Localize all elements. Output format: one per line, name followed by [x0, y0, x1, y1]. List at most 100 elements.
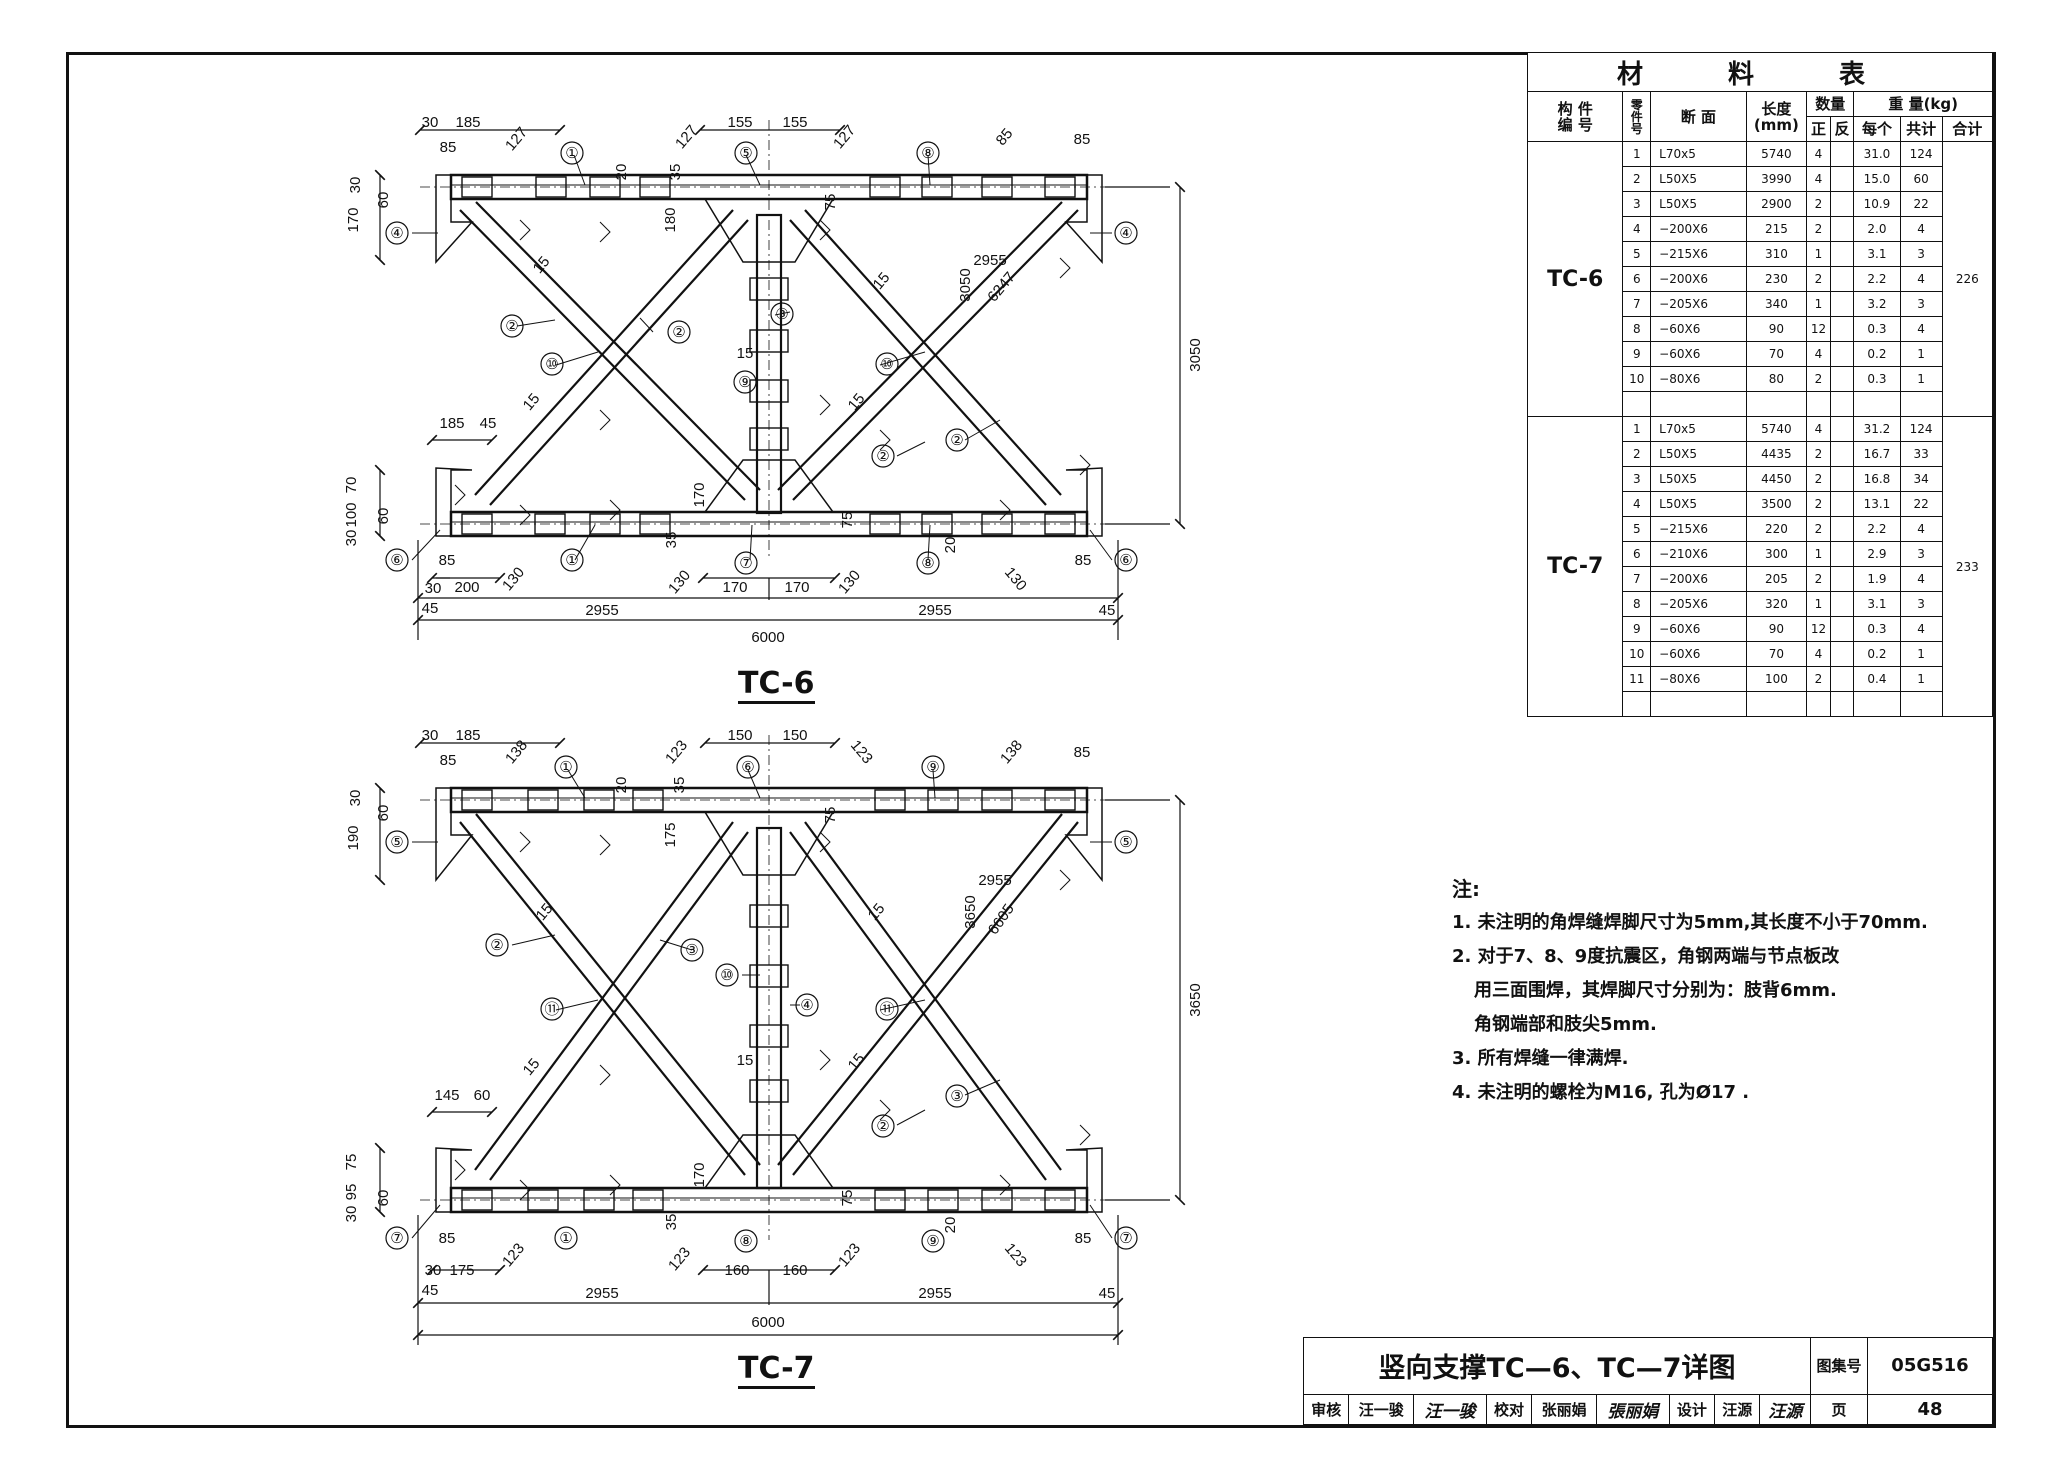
cell-weight-each: 10.9: [1853, 191, 1901, 217]
svg-text:⑧: ⑧: [739, 1233, 752, 1250]
cell-section: −215X6: [1650, 516, 1747, 542]
cell-part-no: 4: [1622, 216, 1652, 242]
cell-qty-pos: 4: [1806, 341, 1831, 367]
svg-text:③: ③: [775, 306, 788, 323]
svg-text:127: 127: [672, 122, 701, 152]
svg-text:200: 200: [454, 579, 479, 596]
svg-text:15: 15: [530, 253, 554, 277]
cell-part-no: 10: [1622, 366, 1652, 392]
svg-text:123: 123: [662, 737, 691, 767]
cell-weight-each: 16.7: [1853, 441, 1901, 467]
cell-weight-each: 15.0: [1853, 166, 1901, 192]
cell-qty-pos: [1806, 691, 1831, 717]
cell-qty-neg: [1829, 291, 1855, 317]
svg-text:170: 170: [691, 482, 708, 507]
svg-text:⑦: ⑦: [739, 555, 752, 572]
col-qty: 数量: [1806, 91, 1855, 117]
tc6-drawing: [374, 120, 1186, 640]
notes-heading: 注:: [1452, 877, 1480, 901]
cell-qty-pos: 4: [1806, 141, 1831, 167]
svg-text:150: 150: [782, 727, 807, 744]
svg-text:85: 85: [440, 752, 457, 769]
cell-part-no: 3: [1622, 466, 1652, 492]
cell-part-no: 9: [1622, 341, 1652, 367]
svg-text:45: 45: [1099, 602, 1116, 619]
svg-text:①: ①: [559, 759, 572, 776]
tc7-part-balloons: [385, 755, 1138, 1253]
cell-length: 205: [1745, 566, 1808, 592]
cell-part-no: 7: [1622, 566, 1652, 592]
cell-section: L70x5: [1650, 141, 1747, 167]
cell-weight-sum: [1899, 391, 1943, 417]
cell-weight-each: 0.4: [1853, 666, 1901, 692]
cell-part-no: 6: [1622, 266, 1652, 292]
cell-section: L50X5: [1650, 166, 1747, 192]
cell-weight-each: 31.2: [1853, 416, 1901, 442]
weight-total: 226: [1941, 141, 1994, 417]
cell-section: −200X6: [1650, 566, 1747, 592]
cell-qty-pos: 1: [1806, 591, 1831, 617]
cell-qty-neg: [1829, 616, 1855, 642]
cell-part-no: 10: [1622, 641, 1652, 667]
checker-signature: 張丽娟: [1596, 1393, 1670, 1426]
svg-text:④: ④: [390, 225, 403, 242]
cell-part-no: 9: [1622, 616, 1652, 642]
tc7-drawing: [374, 735, 1186, 1345]
cell-section: L50X5: [1650, 441, 1747, 467]
weight-total: 233: [1941, 416, 1994, 717]
svg-text:30: 30: [425, 580, 442, 597]
svg-text:155: 155: [727, 114, 752, 131]
svg-text:30: 30: [422, 727, 439, 744]
svg-text:2955: 2955: [918, 602, 951, 619]
svg-text:85: 85: [1074, 131, 1091, 148]
cell-section: −205X6: [1650, 291, 1747, 317]
cell-qty-pos: 1: [1806, 291, 1831, 317]
reviewer-name: 汪一骏: [1348, 1393, 1415, 1426]
cell-weight-sum: 3: [1899, 241, 1943, 267]
cell-qty-neg: [1829, 416, 1855, 442]
cell-section: −60X6: [1650, 316, 1747, 342]
col-qty-neg: 反: [1829, 116, 1855, 142]
svg-text:20: 20: [942, 1217, 959, 1234]
svg-text:3050: 3050: [1187, 338, 1204, 371]
cell-weight-each: [1853, 391, 1901, 417]
cell-qty-pos: 4: [1806, 641, 1831, 667]
col-each: 每个: [1853, 116, 1901, 142]
svg-text:60: 60: [474, 1087, 491, 1104]
svg-text:170: 170: [784, 579, 809, 596]
designer-name: 汪源: [1714, 1393, 1761, 1426]
cell-weight-each: 2.0: [1853, 216, 1901, 242]
cell-qty-neg: [1829, 241, 1855, 267]
note-2-cont: 用三面围焊，其焊脚尺寸分别为：肢背6mm.: [1474, 980, 1837, 1001]
cell-qty-pos: 1: [1806, 241, 1831, 267]
svg-text:30: 30: [347, 790, 364, 807]
svg-text:②: ②: [490, 937, 503, 954]
svg-text:20: 20: [613, 164, 630, 181]
svg-text:15: 15: [737, 1052, 754, 1069]
svg-text:2955: 2955: [973, 252, 1006, 269]
cell-section: −60X6: [1650, 616, 1747, 642]
svg-text:15: 15: [520, 390, 544, 414]
material-table: 材 料 表 构 件 编 号 零 件 号 断 面 长度 (mm) 数量 重 量(k…: [1526, 52, 1994, 717]
cell-qty-neg: [1829, 491, 1855, 517]
note-1: 1. 未注明的角焊缝焊脚尺寸为5mm,其长度不小于70mm.: [1452, 912, 1928, 933]
svg-text:75: 75: [822, 807, 839, 824]
cell-part-no: 11: [1622, 666, 1652, 692]
tc6-part-balloons: [385, 141, 1138, 575]
cell-qty-pos: 2: [1806, 466, 1831, 492]
svg-text:2955: 2955: [585, 602, 618, 619]
cell-qty-pos: 12: [1806, 316, 1831, 342]
cell-qty-pos: [1806, 391, 1831, 417]
cell-length: 70: [1745, 341, 1808, 367]
cell-length: 230: [1745, 266, 1808, 292]
svg-text:70: 70: [343, 477, 360, 494]
cell-length: [1745, 391, 1808, 417]
page-number: 48: [1867, 1393, 1993, 1426]
cell-part-no: 4: [1622, 491, 1652, 517]
title-block: 竖向支撑TC—6、TC—7详图 图集号 05G516 审核 汪一骏 汪一骏 校对…: [1302, 1337, 1993, 1426]
cell-weight-sum: 60: [1899, 166, 1943, 192]
svg-text:35: 35: [667, 164, 684, 181]
cell-weight-sum: 4: [1899, 316, 1943, 342]
svg-text:175: 175: [449, 1262, 474, 1279]
